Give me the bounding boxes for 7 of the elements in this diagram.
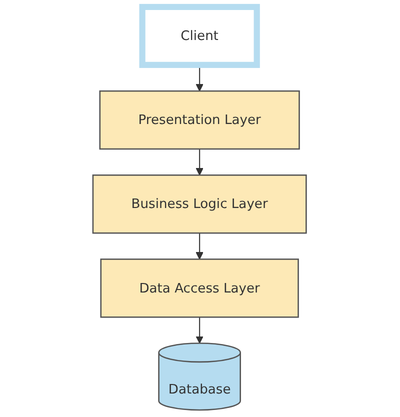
node-box: Business Logic Layer	[92, 174, 308, 234]
arrow	[196, 317, 204, 344]
arrow	[196, 233, 204, 260]
node-box: Presentation Layer	[100, 90, 300, 150]
node-box: Client	[140, 4, 260, 68]
arrow	[196, 149, 204, 176]
node-box: Data Access Layer	[100, 258, 300, 318]
